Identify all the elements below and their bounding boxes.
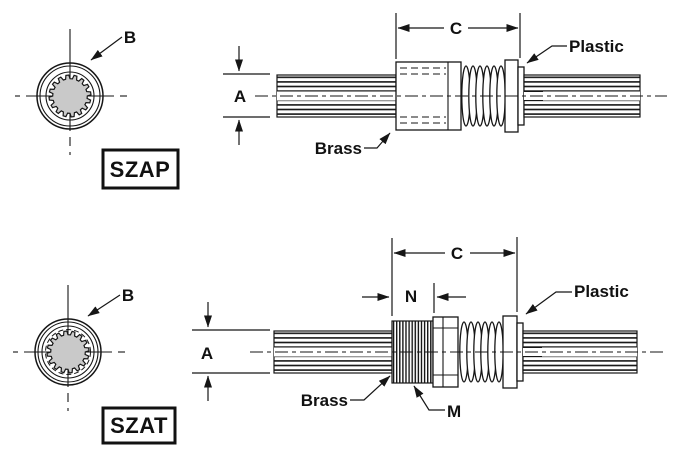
szat-label-plastic: Plastic bbox=[574, 282, 629, 301]
thread-dashed-circle bbox=[45, 329, 91, 375]
szat-dimension-c: C bbox=[391, 237, 518, 316]
szap-callout-plastic: Plastic bbox=[526, 37, 624, 64]
szat-label-a: A bbox=[201, 344, 213, 363]
szat-dimension-a: A bbox=[192, 302, 270, 401]
szap-model-name: SZAP bbox=[110, 157, 171, 182]
szap-label-plastic: Plastic bbox=[569, 37, 624, 56]
szap-label-a: A bbox=[234, 87, 246, 106]
szap-dimension-c: C bbox=[395, 13, 521, 59]
szat-leader-b: B bbox=[87, 286, 134, 317]
szap-callout-brass: Brass bbox=[315, 132, 391, 158]
splined-core bbox=[46, 330, 90, 374]
szat-model-name: SZAT bbox=[110, 413, 168, 438]
szat-label-m: M bbox=[447, 402, 461, 421]
szap-label-brass: Brass bbox=[315, 139, 362, 158]
szat-dimension-n: N bbox=[362, 283, 466, 313]
szat-figure: B SZAT bbox=[13, 237, 665, 445]
splined-core bbox=[48, 74, 92, 118]
outer-shell-circle bbox=[36, 62, 104, 130]
szap-side-view bbox=[255, 59, 667, 133]
szat-label-b: B bbox=[122, 286, 134, 305]
szat-label-n: N bbox=[405, 287, 417, 306]
szap-label-b: B bbox=[124, 28, 136, 47]
szat-callout-brass: Brass bbox=[301, 375, 391, 410]
szap-dimension-a: A bbox=[223, 46, 270, 145]
szap-end-view bbox=[15, 29, 127, 155]
outer-shell-circle bbox=[34, 318, 102, 386]
szat-model-badge: SZAT bbox=[101, 406, 177, 445]
szat-label-c: C bbox=[451, 244, 463, 263]
szap-model-badge: SZAP bbox=[101, 148, 180, 190]
szat-end-view bbox=[13, 285, 125, 411]
szap-figure: B SZAP bbox=[15, 13, 667, 190]
szap-label-c: C bbox=[450, 19, 462, 38]
szap-leader-b: B bbox=[90, 28, 136, 61]
szat-callout-m: M bbox=[413, 385, 461, 421]
szat-callout-plastic: Plastic bbox=[525, 282, 629, 315]
szat-side-view bbox=[250, 315, 665, 389]
szat-label-brass: Brass bbox=[301, 391, 348, 410]
